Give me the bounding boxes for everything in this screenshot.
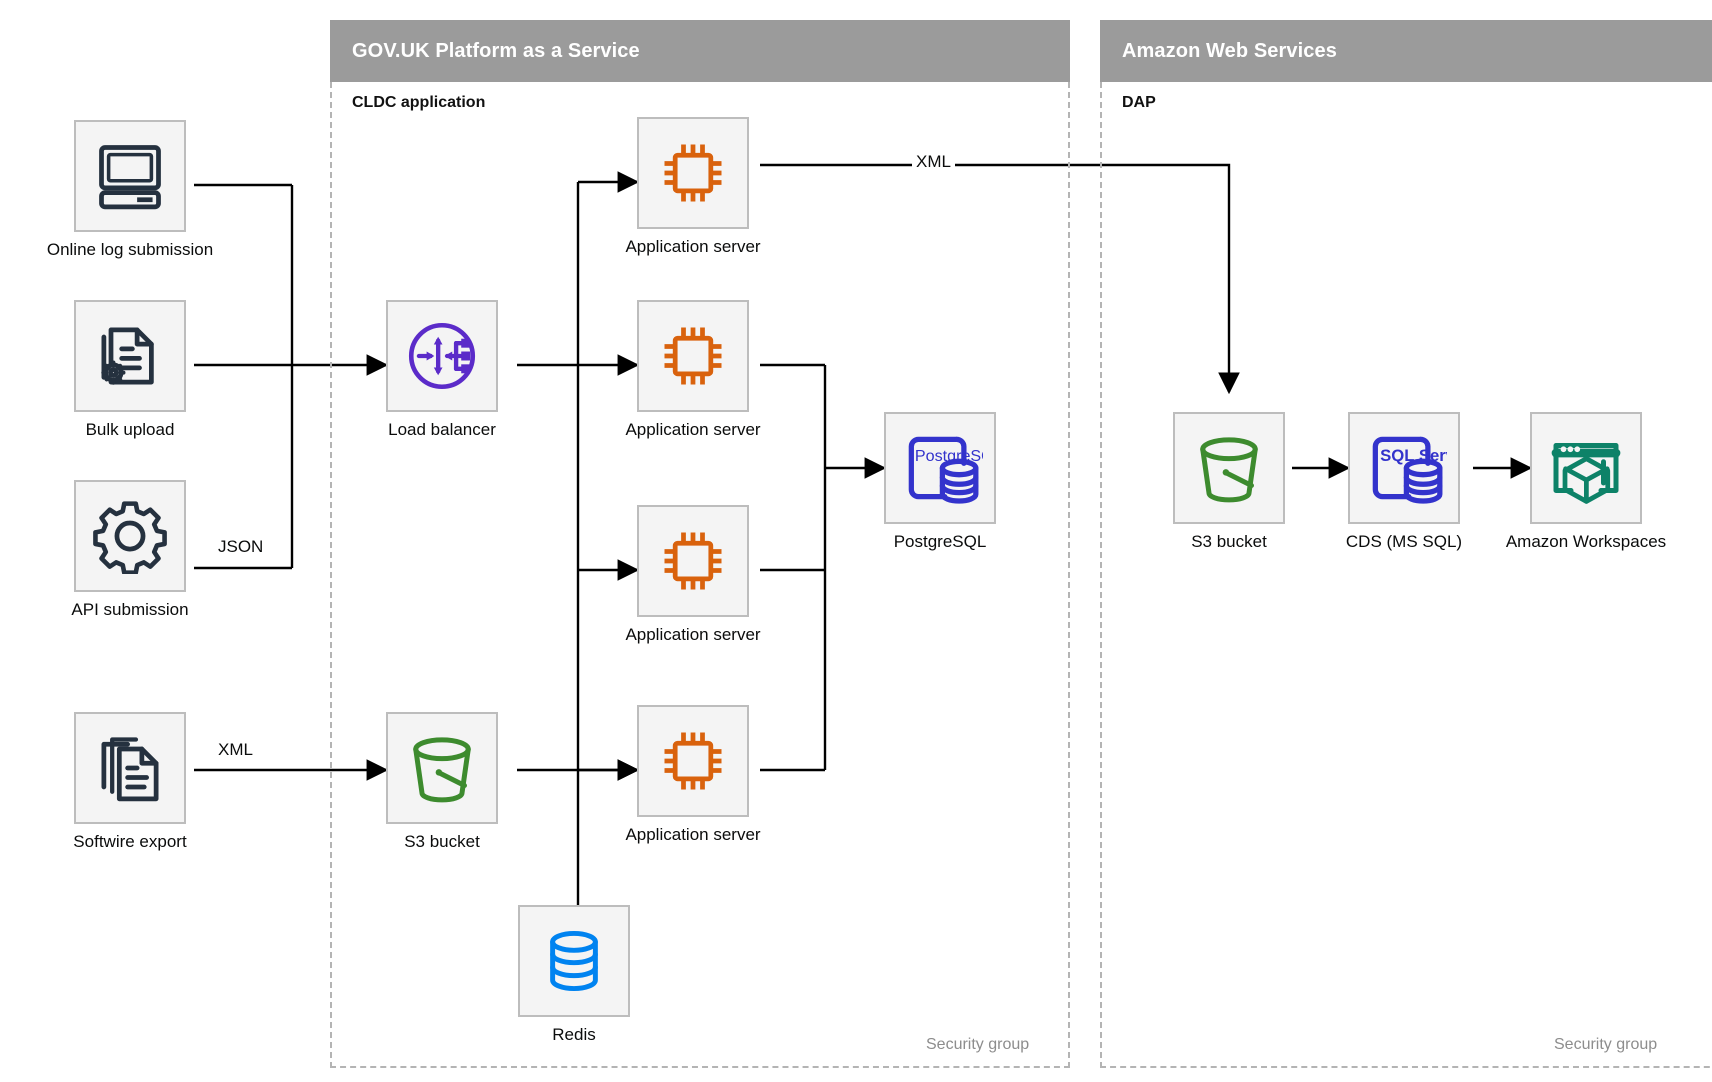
security-group-label-paas: Security group [920, 1036, 1036, 1054]
sql-server-icon: SQL Server [1348, 412, 1460, 524]
node-label: PostgreSQL [893, 532, 987, 551]
documents-stack-icon [74, 712, 186, 824]
edge-label-xml-in: XML [214, 740, 257, 760]
node-amazon-workspaces[interactable]: Amazon Workspaces [1506, 412, 1666, 551]
node-label: Application server [625, 237, 761, 256]
edge-label-json: JSON [214, 537, 268, 557]
node-label: API submission [71, 600, 189, 619]
database-cylinder-icon [518, 905, 630, 1017]
node-label: Online log submission [46, 240, 214, 259]
node-app-server-4[interactable]: Application server [625, 705, 761, 844]
node-label: Application server [625, 825, 761, 844]
bucket-icon [1173, 412, 1285, 524]
cpu-chip-icon [637, 705, 749, 817]
node-label: Load balancer [388, 420, 496, 439]
document-gear-icon [74, 300, 186, 412]
group-header-aws: Amazon Web Services [1100, 20, 1712, 82]
load-balancer-icon [386, 300, 498, 412]
node-label: S3 bucket [404, 832, 480, 851]
subgroup-label-cldc: CLDC application [352, 94, 486, 111]
security-group-box-aws [1100, 82, 1712, 1068]
node-load-balancer[interactable]: Load balancer [386, 300, 498, 439]
bucket-icon [386, 712, 498, 824]
node-s3-bucket-paas[interactable]: S3 bucket [386, 712, 498, 851]
node-app-server-1[interactable]: Application server [625, 117, 761, 256]
desktop-computer-icon [74, 120, 186, 232]
node-s3-bucket-aws[interactable]: S3 bucket [1173, 412, 1285, 551]
group-title-aws: Amazon Web Services [1122, 39, 1337, 62]
node-api-submission[interactable]: API submission [71, 480, 189, 619]
node-cds-ms-sql[interactable]: SQL Server CDS (MS SQL) [1346, 412, 1462, 551]
cpu-chip-icon [637, 505, 749, 617]
node-redis[interactable]: Redis [518, 905, 630, 1044]
subgroup-label-dap: DAP [1122, 94, 1156, 111]
security-group-box-paas [330, 82, 1070, 1068]
edge-label-xml-out: XML [912, 152, 955, 172]
group-title-paas: GOV.UK Platform as a Service [352, 39, 640, 62]
node-label: Redis [552, 1025, 596, 1044]
node-label: S3 bucket [1191, 532, 1267, 551]
node-label: Amazon Workspaces [1505, 532, 1667, 551]
node-bulk-upload[interactable]: Bulk upload [74, 300, 186, 439]
node-label: Bulk upload [85, 420, 175, 439]
cpu-chip-icon [637, 117, 749, 229]
node-postgresql[interactable]: PostgreSQL PostgreSQL [884, 412, 996, 551]
postgresql-icon: PostgreSQL [884, 412, 996, 524]
node-label: Application server [625, 420, 761, 439]
node-app-server-2[interactable]: Application server [625, 300, 761, 439]
node-app-server-3[interactable]: Application server [625, 505, 761, 644]
cpu-chip-icon [637, 300, 749, 412]
node-softwire-export[interactable]: Softwire export [73, 712, 187, 851]
gear-icon [74, 480, 186, 592]
node-label: Softwire export [73, 832, 187, 851]
workspaces-cube-icon [1530, 412, 1642, 524]
group-header-paas: GOV.UK Platform as a Service [330, 20, 1070, 82]
node-online-log-submission[interactable]: Online log submission [47, 120, 213, 259]
security-group-label-aws: Security group [1548, 1036, 1664, 1054]
node-label: Application server [625, 625, 761, 644]
node-label: CDS (MS SQL) [1345, 532, 1463, 551]
